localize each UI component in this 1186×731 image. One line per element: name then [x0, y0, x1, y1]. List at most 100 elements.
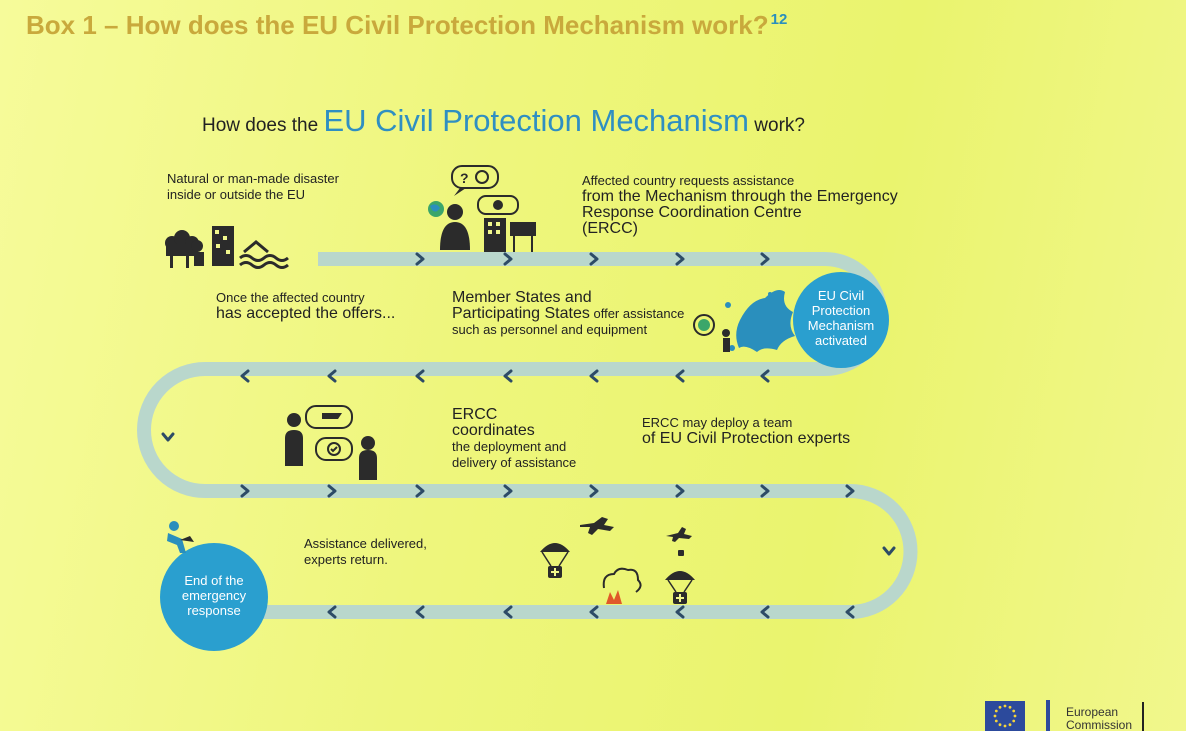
- title-highlight: EU Civil Protection Mechanism: [323, 103, 749, 138]
- caption-line: Natural or man-made disaster: [167, 171, 339, 186]
- flag-star: [1003, 704, 1007, 708]
- europe-map-icon: [693, 290, 795, 352]
- caption-line: Response Coordination Centre: [582, 204, 802, 221]
- chevron-right-icon: [415, 252, 425, 266]
- flag-star: [994, 719, 998, 723]
- caption-line: Once the affected country: [216, 290, 365, 305]
- box-title-text: Box 1 – How does the EU Civil Protection…: [26, 10, 769, 40]
- flag-star: [994, 709, 998, 713]
- chevron-right-icon: [760, 484, 770, 498]
- caption-delivered: Assistance delivered, experts return.: [304, 536, 427, 568]
- flag-star: [1008, 723, 1012, 727]
- box-title: Box 1 – How does the EU Civil Protection…: [26, 10, 787, 41]
- chevron-left-icon: [240, 369, 250, 383]
- chevron-left-icon: [760, 605, 770, 619]
- chevron-right-icon: [415, 484, 425, 498]
- disaster-icon: [165, 226, 234, 268]
- org-line: Commission: [1066, 718, 1133, 731]
- caption-line: delivery of assistance: [452, 455, 577, 470]
- rescuer-icon: [167, 521, 194, 553]
- coordination-icon: [285, 405, 377, 480]
- caption-disaster: Natural or man-made disaster inside or o…: [167, 171, 339, 203]
- activated-circle: [793, 272, 889, 368]
- circle-line: End of the: [184, 573, 244, 588]
- caption-line: has accepted the offers...: [216, 305, 396, 322]
- circle-line: response: [187, 603, 241, 618]
- chevron-right-icon: [503, 252, 513, 266]
- eu-flag-icon: [985, 701, 1025, 731]
- chevron-left-icon: [327, 369, 337, 383]
- chevron-left-icon: [415, 605, 425, 619]
- request-assistance-icon: ?: [428, 165, 536, 252]
- circle-line: activated: [814, 333, 868, 348]
- caption-line: ERCC: [452, 406, 498, 423]
- chevron-left-icon: [503, 605, 513, 619]
- chevron-left-icon: [760, 369, 770, 383]
- chevron-down-icon: [161, 432, 175, 442]
- chevron-right-icon: [589, 484, 599, 498]
- chevron-right-icon: [845, 484, 855, 498]
- flag-star: [1003, 724, 1007, 728]
- chevron-right-icon: [503, 484, 513, 498]
- caption-line: Affected country requests assistance: [582, 173, 795, 188]
- flag-star: [1013, 714, 1017, 718]
- flag-star: [998, 705, 1002, 709]
- chevron-right-icon: [589, 252, 599, 266]
- caption-line: experts return.: [304, 552, 388, 567]
- caption-line: Assistance delivered,: [304, 536, 427, 551]
- org-line: European: [1066, 705, 1119, 719]
- delivery-icons: [540, 517, 695, 604]
- circle-line: Protection: [811, 303, 871, 318]
- svg-text:?: ?: [460, 170, 469, 186]
- chevron-left-icon: [503, 369, 513, 383]
- infographic-title: How does the EU Civil Protection Mechani…: [202, 103, 805, 139]
- caption-line: the deployment and: [452, 439, 567, 454]
- flag-star: [993, 714, 997, 718]
- chevron-right-icon: [327, 484, 337, 498]
- end-label: End of the emergency response: [166, 573, 262, 618]
- chevron-left-icon: [415, 369, 425, 383]
- chevron-left-icon: [327, 605, 337, 619]
- caption-line: from the Mechanism through the Emergency: [582, 188, 898, 205]
- caption-coordinates: ERCC coordinates the deployment and deli…: [452, 407, 576, 471]
- caption-line: (ERCC): [582, 220, 638, 237]
- circle-line: EU Civil: [817, 288, 865, 303]
- chevron-right-icon: [240, 484, 250, 498]
- chevron-right-icon: [760, 252, 770, 266]
- eu-flag-pole: [1046, 700, 1050, 731]
- circle-line: Mechanism: [807, 318, 875, 333]
- chevron-right-icon: [675, 484, 685, 498]
- caption-offer: Member States and Participating States o…: [452, 290, 684, 338]
- chevron-left-icon: [845, 605, 855, 619]
- chevron-left-icon: [675, 369, 685, 383]
- flood-icon: [239, 240, 289, 269]
- caption-line: Member States and: [452, 289, 592, 306]
- end-circle: [160, 543, 268, 651]
- logo-divider: [1142, 702, 1144, 731]
- circle-line: emergency: [181, 588, 247, 603]
- chevron-right-icon: [675, 252, 685, 266]
- title-suffix: work?: [754, 115, 805, 136]
- flag-star: [998, 723, 1002, 727]
- caption-accepted: Once the affected country has accepted t…: [216, 290, 395, 322]
- chevron-down-icon: [882, 546, 896, 556]
- direction-chevrons: [161, 252, 896, 619]
- caption-line: inside or outside the EU: [167, 187, 306, 202]
- european-commission-logo-text: European Commission: [1066, 706, 1132, 731]
- flag-star: [1012, 719, 1016, 723]
- caption-line: such as personnel and equipment: [452, 322, 648, 337]
- title-prefix: How does the: [202, 115, 319, 136]
- caption-line: Participating States: [452, 305, 590, 322]
- footnote-ref[interactable]: 12: [770, 11, 788, 29]
- chevron-left-icon: [589, 605, 599, 619]
- activated-label: EU Civil Protection Mechanism activated: [796, 288, 886, 348]
- caption-request: Affected country requests assistance fro…: [582, 173, 898, 237]
- flag-star: [1008, 705, 1012, 709]
- caption-line: ERCC may deploy a team: [642, 415, 793, 430]
- chevron-left-icon: [675, 605, 685, 619]
- flag-star: [1012, 709, 1016, 713]
- caption-deploy: ERCC may deploy a team of EU Civil Prote…: [642, 415, 850, 447]
- chevron-left-icon: [589, 369, 599, 383]
